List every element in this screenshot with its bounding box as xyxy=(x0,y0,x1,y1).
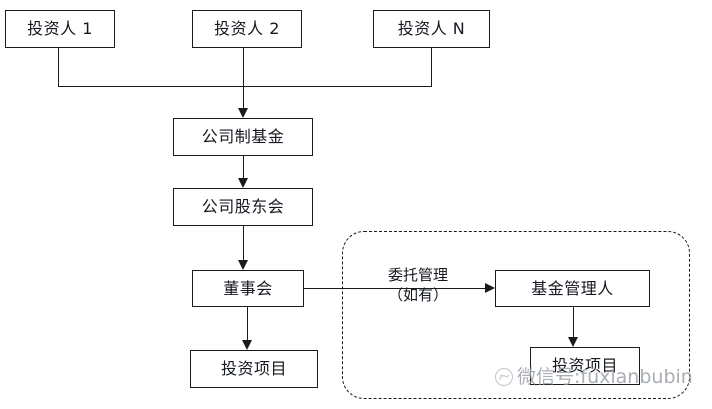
node-label: 基金管理人 xyxy=(531,278,614,298)
arrowhead-board-to-project xyxy=(242,340,252,350)
arrowhead-board-to-fund-manager xyxy=(485,283,495,293)
node-label: 投资人 1 xyxy=(27,19,93,38)
connector-fund-manager-to-project xyxy=(573,307,574,337)
node-label: 投资项目 xyxy=(551,356,618,375)
arrowhead-investors-to-fund xyxy=(238,108,248,118)
node-investment-project-right[interactable]: 投资项目 xyxy=(530,347,640,385)
node-board-of-directors[interactable]: 董事会 xyxy=(192,270,304,307)
edge-label-line-2: （如有） xyxy=(387,286,448,304)
node-label: 投资项目 xyxy=(220,359,287,378)
arrowhead-fund-manager-to-project xyxy=(568,337,578,347)
node-investor-2[interactable]: 投资人 2 xyxy=(192,10,302,48)
node-label: 公司股东会 xyxy=(201,197,285,216)
node-corporate-fund[interactable]: 公司制基金 xyxy=(173,118,313,156)
connector-investor1-drop xyxy=(58,48,59,86)
connector-investor-bus xyxy=(58,86,432,87)
node-label: 董事会 xyxy=(223,278,273,298)
connector-investorn-drop xyxy=(431,48,432,86)
node-investment-project-left[interactable]: 投资项目 xyxy=(190,350,318,388)
connector-investors-to-fund xyxy=(243,48,244,108)
connector-fund-to-shareholders xyxy=(243,156,244,178)
connector-shareholders-to-board xyxy=(243,226,244,260)
node-fund-manager[interactable]: 基金管理人 xyxy=(495,270,650,307)
connector-board-to-project xyxy=(247,307,248,340)
arrowhead-shareholders-to-board xyxy=(238,260,248,270)
delegated-management-group xyxy=(342,231,690,399)
node-label: 投资人 N xyxy=(397,19,466,38)
node-label: 公司制基金 xyxy=(201,127,285,146)
edge-label-line-1: 委托管理 xyxy=(387,266,448,284)
node-investor-n[interactable]: 投资人 N xyxy=(373,10,490,48)
node-label: 投资人 2 xyxy=(214,19,280,38)
edge-label-delegated-management: 委托管理 （如有） xyxy=(358,265,478,305)
node-investor-1[interactable]: 投资人 1 xyxy=(5,10,115,48)
arrowhead-fund-to-shareholders xyxy=(238,178,248,188)
node-shareholders-meeting[interactable]: 公司股东会 xyxy=(173,188,313,226)
connector-board-to-fund-manager xyxy=(304,288,485,289)
